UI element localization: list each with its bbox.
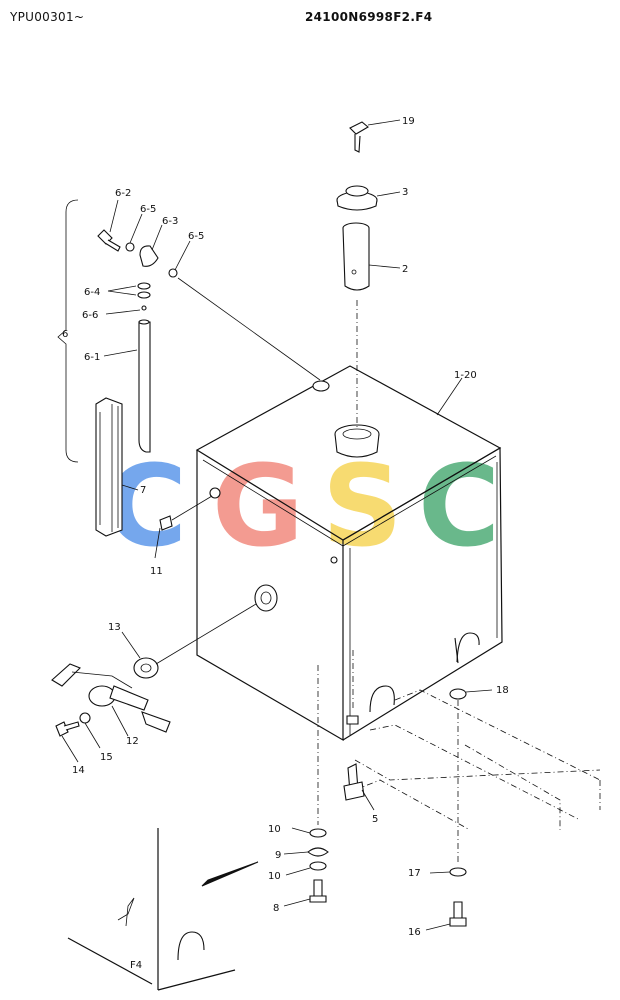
callout-5: 5 bbox=[372, 814, 378, 825]
callout-3: 3 bbox=[402, 187, 408, 198]
callout-12: 12 bbox=[126, 736, 139, 747]
callout-6-3: 6-3 bbox=[162, 216, 178, 227]
part-9-clip bbox=[283, 847, 329, 857]
callout-13: 13 bbox=[108, 622, 121, 633]
callout-1-20: 1-20 bbox=[454, 370, 477, 381]
callout-6-5-right: 6-5 bbox=[188, 231, 204, 242]
serial-range: YPU00301~ bbox=[10, 10, 85, 24]
callout-19: 19 bbox=[402, 116, 415, 127]
callout-6-1: 6-1 bbox=[84, 352, 100, 363]
callout-6: 6 bbox=[62, 329, 68, 340]
part-3-cap bbox=[336, 185, 401, 211]
frame-centerlines bbox=[354, 689, 601, 831]
part-10-washer-lower bbox=[285, 861, 327, 876]
part-11-plug bbox=[154, 495, 213, 559]
part-12-sender bbox=[51, 663, 171, 737]
watermark-letter-s: S bbox=[322, 442, 403, 572]
part-19-key bbox=[349, 119, 401, 153]
cgsc-watermark: C G S C bbox=[105, 442, 500, 572]
callout-11: 11 bbox=[150, 566, 163, 577]
callout-17: 17 bbox=[408, 868, 421, 879]
figure-ref-f4: F4 bbox=[130, 960, 142, 971]
part-6-level-gauge bbox=[57, 199, 321, 537]
drawing-number: 24100N6998F2.F4 bbox=[305, 10, 433, 24]
part-14-bolt bbox=[55, 721, 80, 763]
hydraulic-tank bbox=[195, 365, 503, 742]
callout-2: 2 bbox=[402, 264, 408, 275]
part-10-washer-upper bbox=[291, 827, 327, 838]
part-8-bolt bbox=[283, 879, 327, 907]
part-18-cushion bbox=[449, 688, 493, 700]
part-17-washer bbox=[429, 867, 467, 877]
reference-view-f4 bbox=[67, 828, 259, 991]
callout-15: 15 bbox=[100, 752, 113, 763]
callout-9: 9 bbox=[275, 850, 281, 861]
callout-10-upper: 10 bbox=[268, 824, 281, 835]
callout-18: 18 bbox=[496, 685, 509, 696]
callout-7: 7 bbox=[140, 485, 146, 496]
part-2-strainer bbox=[342, 222, 401, 291]
callout-10-lower: 10 bbox=[268, 871, 281, 882]
callout-14: 14 bbox=[72, 765, 85, 776]
callout-6-6: 6-6 bbox=[82, 310, 98, 321]
callout-labels: 19 3 2 1-20 6 6-1 6-2 6-3 6-4 6-5 6-5 6-… bbox=[62, 116, 509, 971]
part-5-drain-valve bbox=[343, 763, 375, 811]
part-13-gasket bbox=[121, 603, 257, 679]
watermark-letter-c2: C bbox=[418, 442, 500, 572]
callout-8: 8 bbox=[273, 903, 279, 914]
callout-16: 16 bbox=[408, 927, 421, 938]
callout-6-5-left: 6-5 bbox=[140, 204, 156, 215]
callout-6-2: 6-2 bbox=[115, 188, 131, 199]
part-15-washer bbox=[79, 712, 101, 749]
part-16-bolt bbox=[425, 901, 467, 931]
callout-6-4: 6-4 bbox=[84, 287, 100, 298]
